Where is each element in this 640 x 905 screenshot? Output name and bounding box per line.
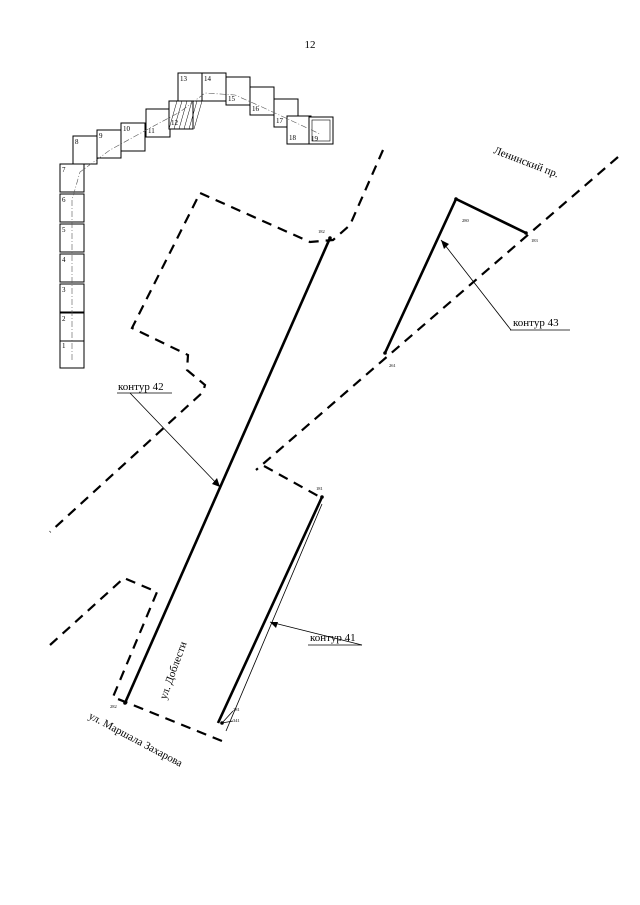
sheet-number: 11 bbox=[148, 127, 155, 135]
sheet-number: 6 bbox=[62, 196, 66, 204]
sheet-tile-box bbox=[225, 76, 251, 106]
point-label-182: 182 bbox=[318, 229, 325, 234]
contour-43-arrowhead bbox=[441, 240, 449, 249]
sheet-number: 17 bbox=[276, 117, 284, 125]
sheet-tile-8: 8 bbox=[72, 135, 98, 165]
street-label-leninsky: Ленинский пр. bbox=[492, 145, 561, 181]
point-label-181: 181 bbox=[316, 486, 323, 491]
boundary-leninsky-street bbox=[255, 156, 619, 471]
sheet-hatch bbox=[173, 100, 183, 130]
point-label-282: 282 bbox=[110, 704, 117, 709]
sheet-number: 13 bbox=[180, 75, 188, 83]
contour-41: контур 41 bbox=[216, 496, 363, 732]
contour-41-line bbox=[216, 496, 324, 724]
contour-42-label: контур 42 bbox=[118, 381, 164, 393]
contour-43-label: контур 43 bbox=[513, 317, 559, 329]
sheet-tile-9: 9 bbox=[96, 129, 122, 159]
point-label-341: 341 bbox=[233, 718, 240, 723]
sheet-hatch bbox=[183, 100, 193, 130]
sheet-number: 12 bbox=[171, 119, 179, 127]
contour-42-leader bbox=[129, 392, 221, 488]
sheet-number: 8 bbox=[75, 138, 79, 146]
sheet-number: 14 bbox=[204, 75, 212, 83]
contour-42-line bbox=[123, 237, 332, 704]
dashed-boundaries bbox=[49, 149, 619, 743]
point-leader bbox=[221, 720, 234, 724]
sheet-number: 3 bbox=[62, 286, 66, 294]
sheet-tile-11: 11 bbox=[145, 108, 171, 138]
boundary-zone-lower bbox=[263, 465, 321, 498]
sheet-tile-box bbox=[249, 86, 275, 116]
contour-41-label: контур 41 bbox=[310, 632, 356, 644]
point-marker bbox=[328, 236, 332, 240]
sheet-number: 19 bbox=[311, 135, 319, 143]
sheet-number: 1 bbox=[62, 342, 66, 350]
point-marker bbox=[454, 197, 458, 201]
sheet-tile-16: 16 bbox=[249, 86, 275, 116]
sheet-number: 18 bbox=[289, 134, 297, 142]
contour-42-arrowhead bbox=[212, 478, 220, 487]
point-leader bbox=[221, 710, 234, 724]
point-marker bbox=[123, 701, 127, 705]
sheet-number: 15 bbox=[228, 95, 236, 103]
point-marker bbox=[524, 231, 528, 235]
sheet-hatch bbox=[168, 100, 178, 130]
sheet-number: 9 bbox=[99, 132, 103, 140]
sheet-tile-15: 15 bbox=[225, 76, 251, 106]
point-marker bbox=[383, 351, 387, 355]
sheet-tile-7: 7 bbox=[59, 163, 85, 193]
boundary-zone-upper-left bbox=[49, 149, 385, 533]
contour-41-arrowhead bbox=[270, 622, 278, 628]
sheet-number: 16 bbox=[252, 105, 260, 113]
sheet-number: 10 bbox=[123, 125, 131, 133]
contour-43-leader bbox=[440, 239, 512, 331]
sheet-centerline bbox=[71, 92, 321, 360]
sheet-number: 4 bbox=[62, 256, 66, 264]
contour-43-line bbox=[383, 197, 527, 354]
sheet-tile-box bbox=[145, 108, 171, 138]
point-label-261: 261 bbox=[389, 363, 396, 368]
sheet-number: 2 bbox=[62, 315, 66, 323]
sheet-tile-box bbox=[72, 135, 98, 165]
point-labels: 182 280 183 261 181 282 281 341 bbox=[110, 197, 539, 725]
point-label-183: 183 bbox=[531, 238, 539, 243]
street-label-doblesti: ул. Доблести bbox=[158, 640, 190, 701]
sheet-tile-13: 13 bbox=[177, 72, 203, 102]
point-label-281: 281 bbox=[233, 707, 240, 712]
contour-42: контур 42 bbox=[117, 237, 332, 704]
page-number: 12 bbox=[305, 39, 316, 51]
sheet-hatch bbox=[178, 100, 188, 130]
sheet-tile-12: 12 bbox=[168, 100, 203, 130]
contour-43: контур 43 bbox=[383, 197, 570, 354]
sheet-number: 7 bbox=[62, 166, 66, 174]
sheet-tile-box bbox=[59, 163, 85, 193]
point-marker bbox=[320, 495, 324, 499]
sheet-number: 5 bbox=[62, 226, 66, 234]
sheet-hatch bbox=[188, 100, 198, 130]
sheet-tile-14: 14 bbox=[201, 72, 227, 102]
sheet-tile-18: 18 bbox=[286, 115, 312, 145]
boundary-zone-bottom bbox=[49, 576, 223, 743]
contour-41-inner-line bbox=[225, 503, 323, 732]
sheet-hatch bbox=[193, 100, 203, 130]
sheet-tile-box bbox=[120, 122, 146, 152]
contour-41-leader bbox=[269, 621, 363, 646]
sheet-tile-10: 10 bbox=[120, 122, 146, 152]
point-label-280: 280 bbox=[462, 218, 470, 223]
